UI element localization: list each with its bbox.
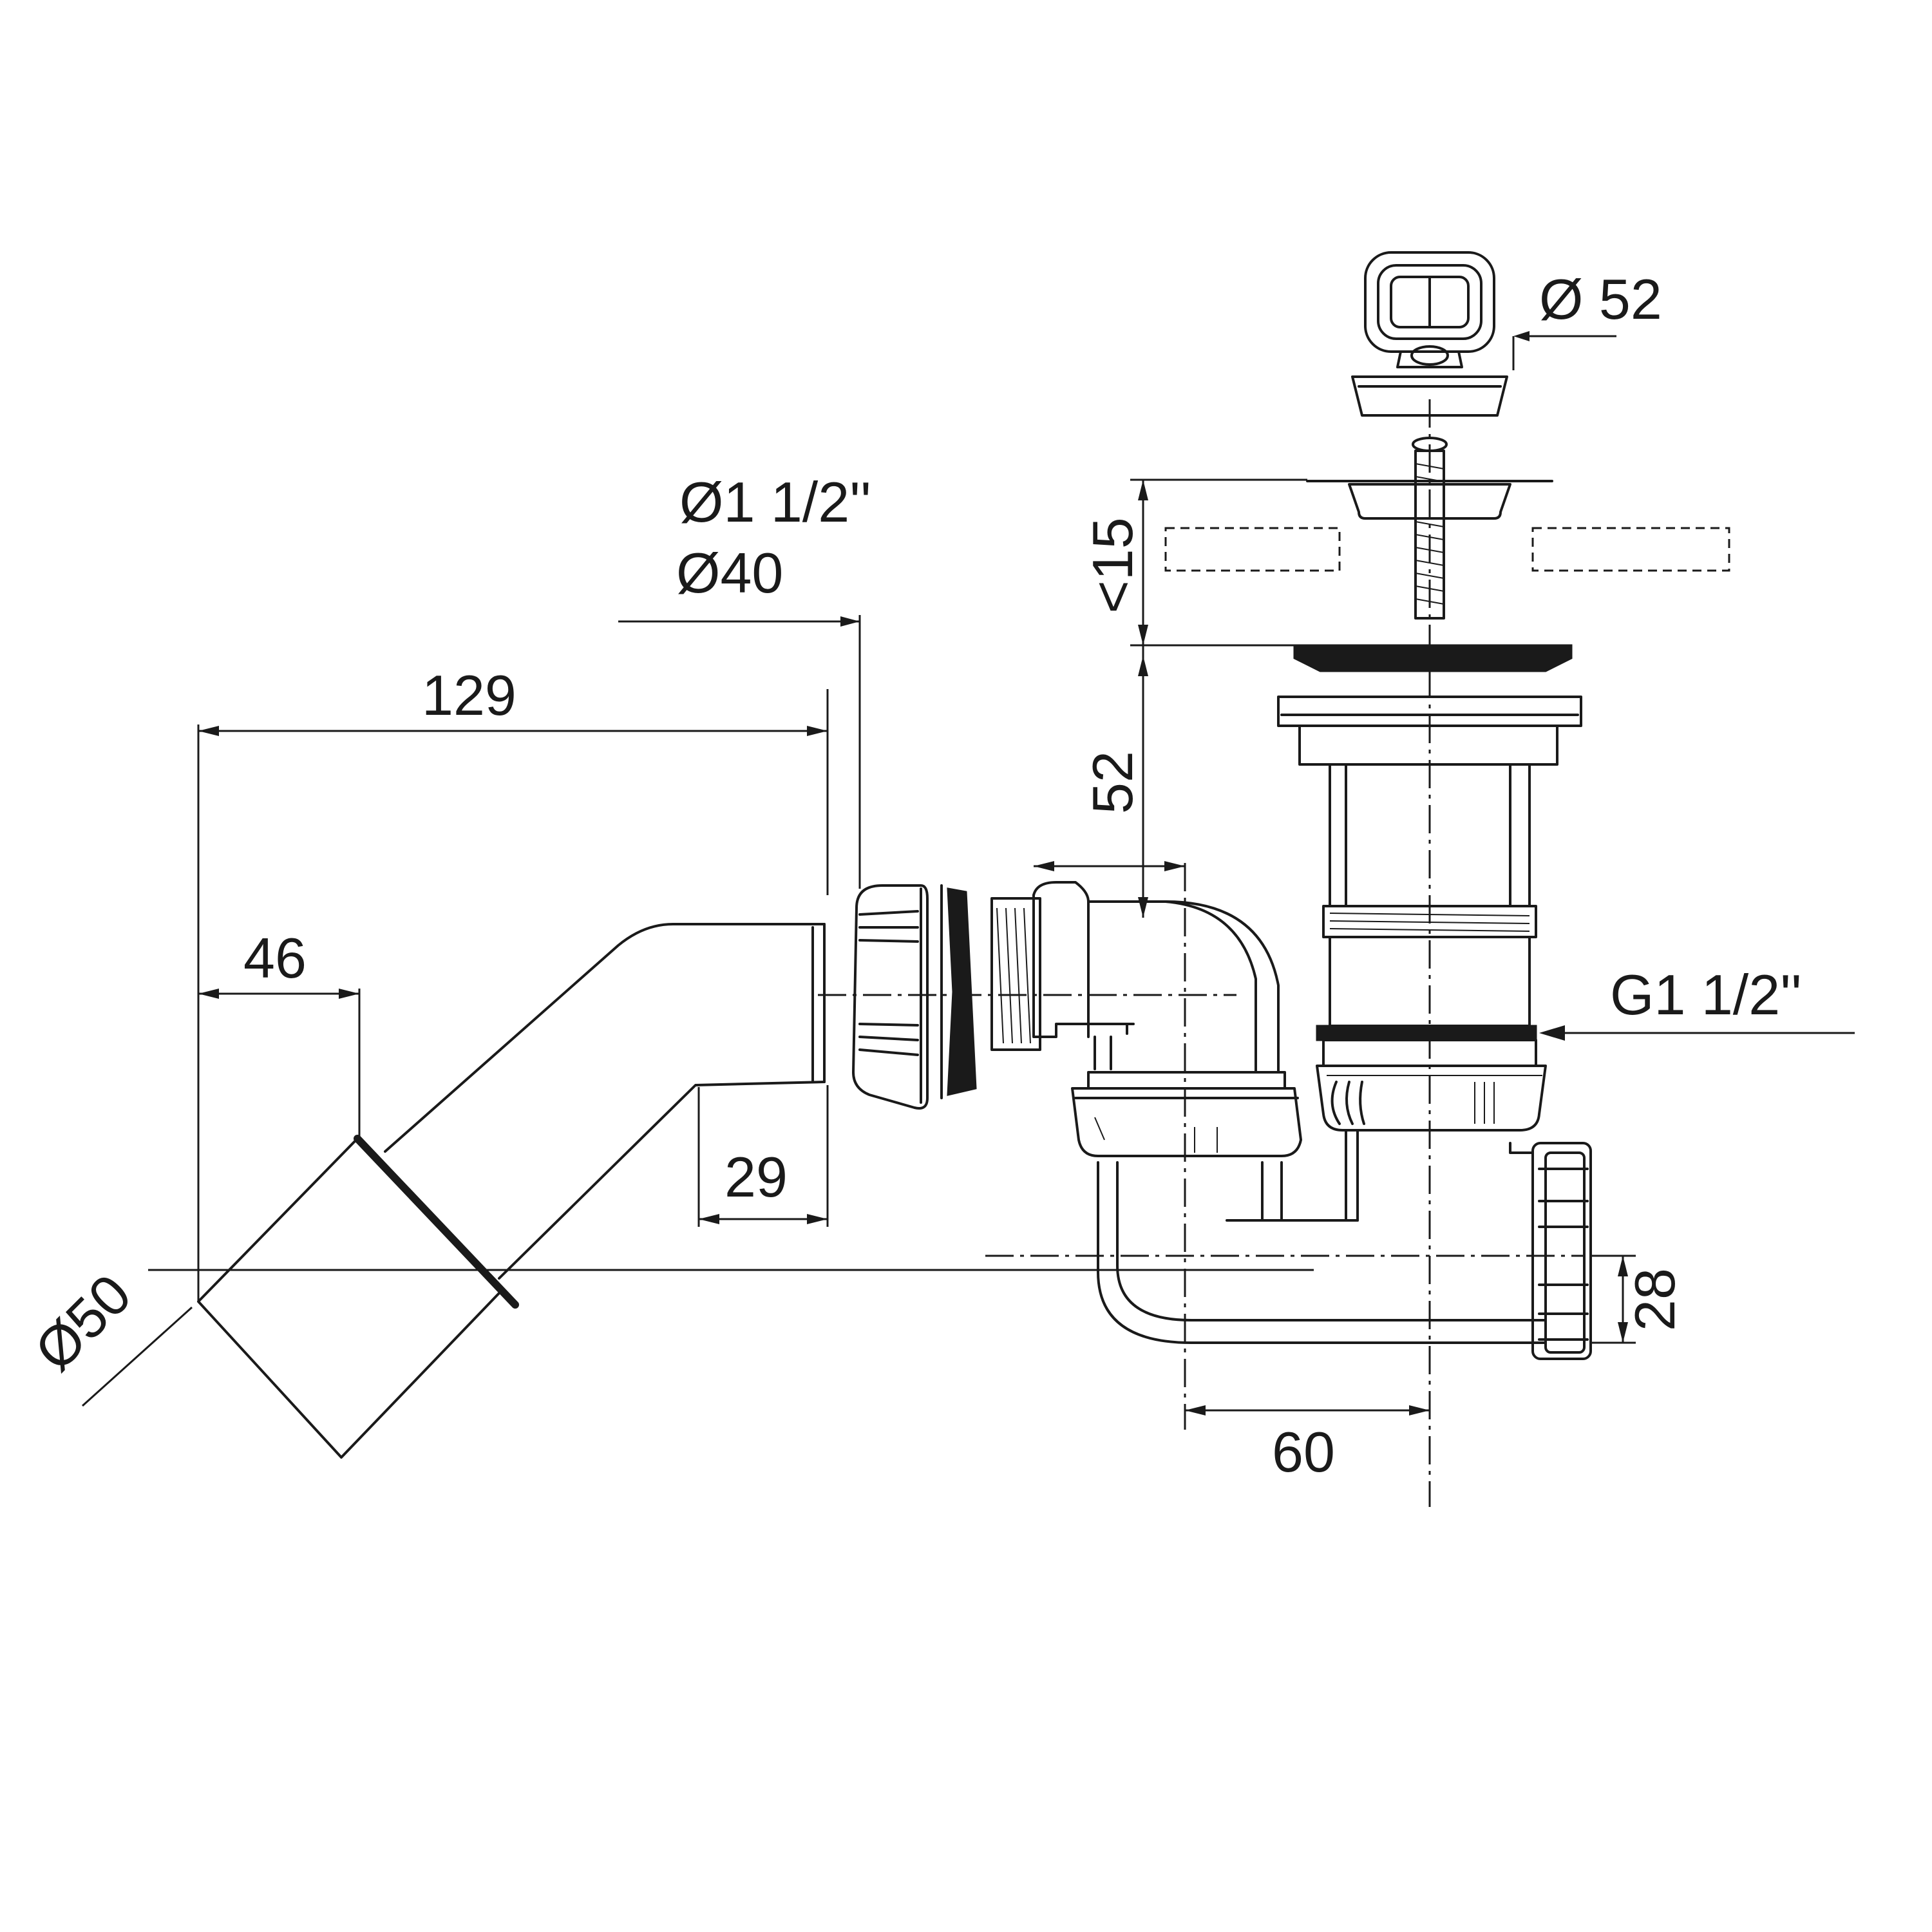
u-bend-trap: [1097, 1161, 1547, 1344]
dimension-labels: Ø 52 Ø1 1/2'' Ø40 129 46 29 Ø50 <15 52 G…: [23, 267, 1802, 1484]
label-cover-diameter: Ø 52: [1539, 267, 1662, 331]
angled-outlet-pipe: [197, 923, 826, 1459]
label-outlet-inch: Ø1 1/2'': [679, 470, 871, 534]
stopper-screw: [1306, 437, 1553, 620]
label-axis-distance: 60: [1272, 1420, 1335, 1484]
label-max-tray-thickness: <15: [1081, 517, 1144, 613]
label-nut-length: 29: [724, 1145, 788, 1209]
label-outlet-height: 28: [1623, 1268, 1687, 1331]
label-thread: G1 1/2'': [1610, 963, 1802, 1027]
outlet-nut-40mm: [852, 884, 929, 1110]
shower-tray-outline: [1164, 527, 1730, 572]
strainer-cover: [1351, 251, 1508, 417]
label-pipe-diameter: Ø50: [23, 1262, 144, 1383]
center-lines: [148, 399, 1584, 1507]
connection-nut: [1071, 1071, 1302, 1157]
label-outlet-mm: Ø40: [676, 541, 783, 605]
seal-ring: [940, 884, 977, 1099]
elbow-fitting: [990, 881, 1280, 1074]
dimension-lines: [81, 331, 1855, 1416]
outlet-nut: [1509, 1142, 1592, 1360]
label-body-height: 52: [1081, 751, 1144, 814]
label-overall-length: 129: [422, 663, 516, 727]
drain-body: [1226, 644, 1582, 1222]
label-pipe-offset: 46: [243, 926, 307, 990]
